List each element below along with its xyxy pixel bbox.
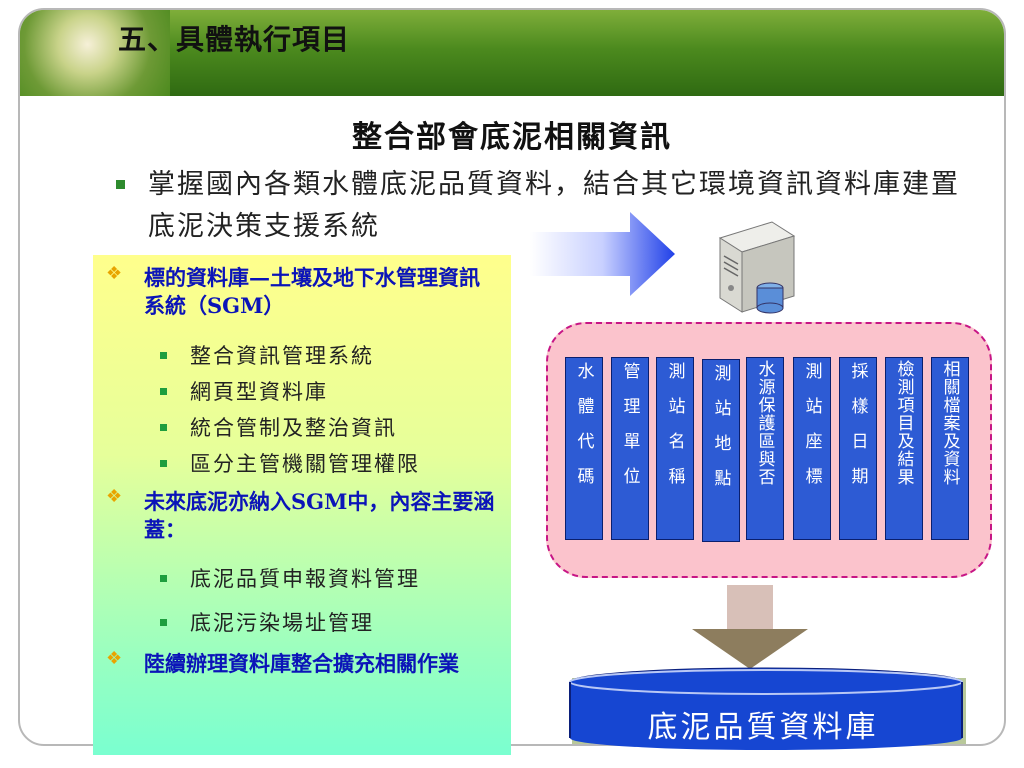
hands-sprout-image	[20, 10, 170, 96]
field-column: 採樣日期	[839, 357, 877, 540]
field-label: 檢測項目及結果	[893, 360, 914, 486]
field-column: 測站地點	[702, 359, 740, 542]
field-label: 測站座標	[801, 362, 822, 502]
square-bullet-icon	[160, 388, 167, 395]
left-sub-item: 統合管制及整治資訊	[190, 416, 397, 440]
field-column: 測站名稱	[656, 357, 694, 540]
left-sub-item: 區分主管機關管理權限	[190, 452, 420, 476]
diamond-bullet-icon: ❖	[106, 486, 123, 507]
left-sub-item: 網頁型資料庫	[190, 380, 328, 404]
intro-text: 掌握國內各類水體底泥品質資料，結合其它環境資訊資料庫建置底泥決策支援系統	[148, 169, 960, 242]
field-label: 相關檔案及資料	[939, 360, 960, 486]
field-column: 管理單位	[611, 357, 649, 540]
square-bullet-icon	[160, 352, 167, 359]
arrow-down-icon	[692, 585, 808, 669]
page-title: 五、具體執行項目	[118, 23, 351, 56]
field-label: 水源保護區與否	[754, 360, 775, 486]
header-banner	[20, 10, 1004, 96]
field-column: 水源保護區與否	[746, 357, 784, 540]
field-label: 採樣日期	[847, 362, 868, 502]
square-bullet-icon	[160, 424, 167, 431]
square-bullet-icon	[116, 180, 125, 189]
field-column: 相關檔案及資料	[931, 357, 969, 540]
left-sub-item: 整合資訊管理系統	[190, 344, 374, 368]
database-icon	[569, 667, 966, 750]
left-item-3: 陸續辦理資料庫整合擴充相關作業	[144, 651, 459, 676]
diamond-bullet-icon: ❖	[106, 648, 123, 669]
field-column: 檢測項目及結果	[885, 357, 923, 540]
field-label: 水體代碼	[573, 362, 594, 502]
left-item-2: 未來底泥亦納入SGM中，內容主要涵蓋：	[144, 489, 495, 542]
field-label: 管理單位	[619, 362, 640, 502]
square-bullet-icon	[160, 619, 167, 626]
left-sub-item: 底泥污染場址管理	[190, 611, 374, 635]
diamond-bullet-icon: ❖	[106, 263, 123, 284]
field-column: 水體代碼	[565, 357, 603, 540]
left-sub-item: 底泥品質申報資料管理	[190, 567, 420, 591]
arrow-right-icon	[530, 212, 675, 296]
field-column: 測站座標	[793, 357, 831, 540]
database-label: 底泥品質資料庫	[647, 710, 879, 745]
field-label: 測站名稱	[664, 362, 685, 502]
main-heading: 整合部會底泥相關資訊	[352, 120, 672, 155]
left-item-1: 標的資料庫—土壤及地下水管理資訊系統（SGM）	[144, 265, 480, 318]
left-panel	[93, 255, 511, 755]
square-bullet-icon	[160, 575, 167, 582]
server-icon	[718, 221, 796, 314]
square-bullet-icon	[160, 460, 167, 467]
field-label: 測站地點	[710, 364, 731, 504]
